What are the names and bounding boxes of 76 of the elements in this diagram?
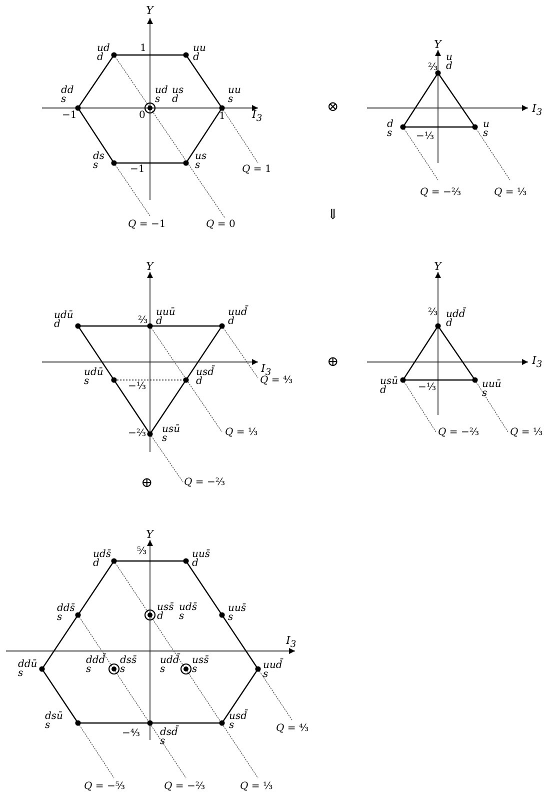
charge-line-label: Q = −⅔ (184, 478, 226, 487)
quark-content-label: uud̄ d (228, 308, 248, 326)
axis-label: I$_{3}$ (532, 356, 542, 370)
quark-content-label: dsd̄ s (160, 728, 178, 746)
quark-content-label: d s (387, 120, 394, 138)
charge-line-label: Q = 1 (242, 165, 272, 174)
axis-label: Y (434, 262, 442, 271)
tick-label: 1 (219, 112, 226, 121)
operator-symbol: ⊕ (141, 476, 153, 490)
tick-label: ⁵⁄₃ (137, 547, 147, 556)
quark-content-label: usū d (380, 377, 398, 395)
quark-content-label: usd̄ d (196, 368, 214, 386)
tick-label: −⅓ (418, 383, 436, 392)
tick-label: −⅔ (128, 429, 146, 438)
operator-symbol: ⊕ (327, 355, 339, 369)
quark-content-label: udū s (84, 368, 104, 386)
quark-content-label: dsū s (45, 712, 63, 730)
tick-label: −1 (62, 111, 77, 120)
axis-label: Y (146, 6, 154, 15)
tick-label: ⅔ (428, 63, 438, 72)
operator-symbol: ⇓ (327, 208, 339, 222)
charge-line-label: Q = 0 (206, 220, 236, 229)
quark-content-label: uu s (228, 86, 241, 104)
quark-content-label: uss̄ d (157, 603, 174, 621)
quark-content-label: uuū d (156, 308, 176, 326)
quark-content-label: ud s (155, 86, 168, 104)
axis-label: I$_{3}$ (286, 636, 296, 650)
quark-content-label: uds̄ d (93, 550, 111, 568)
charge-line-label: Q = ⅓ (225, 428, 258, 437)
axis-label: I$_{3}$ (532, 104, 542, 118)
quark-content-label: us s (195, 152, 207, 170)
quark-content-label: dds̄ s (57, 604, 75, 622)
axis-label: Y (434, 40, 442, 49)
tick-label: −⅓ (128, 382, 146, 391)
quark-content-label: ud d (97, 44, 110, 62)
tick-label: 1 (140, 44, 146, 53)
operator-symbol: ⊗ (327, 100, 339, 114)
quark-content-label: uu d (193, 44, 206, 62)
tick-label: ⅔ (138, 316, 148, 325)
charge-line-label: Q = ⁴⁄₃ (276, 724, 309, 733)
quark-content-label: usū s (162, 425, 180, 443)
charge-line-label: Q = −⅔ (164, 782, 206, 791)
quark-content-label: uud̄ s (263, 661, 282, 679)
quark-content-label: us d (172, 86, 184, 104)
quark-content-label: uuū s (482, 380, 502, 398)
axis-label: Y (146, 530, 154, 539)
charge-line-label: Q = ⅓ (494, 188, 527, 197)
charge-line-label: Q = ⁴⁄₃ (260, 376, 293, 385)
tick-label: −⁴⁄₃ (122, 729, 140, 738)
axis-label: Y (146, 262, 154, 271)
charge-line-label: Q = ⅓ (240, 782, 273, 791)
tick-label: ⅔ (428, 308, 438, 317)
quark-content-label: ds s (93, 152, 105, 170)
axis-label: I$_{3}$ (252, 110, 262, 124)
charge-line-label: Q = −1 (128, 220, 166, 229)
quark-content-label: u s (483, 120, 490, 138)
quark-content-label: uus̄ s (228, 604, 246, 622)
quark-content-label: uus̄ d (192, 550, 210, 568)
quark-content-label: u d (446, 53, 452, 71)
tick-label: −1 (130, 165, 145, 174)
quark-content-label: uds̄ s (179, 603, 197, 621)
charge-line-label: Q = −⅔ (438, 428, 480, 437)
quark-content-label: ddd̄ s (86, 656, 106, 674)
quark-content-label: ddū s (18, 660, 38, 678)
charge-line-label: Q = −⁵⁄₃ (84, 782, 126, 791)
quark-content-label: uss̄ s (192, 656, 209, 674)
quark-content-label: udd̄ d (446, 310, 466, 328)
quark-content-label: dss̄ s (120, 656, 137, 674)
tick-label: 0 (139, 111, 146, 120)
quark-content-label: udū d (54, 311, 74, 329)
tick-label: −⅓ (416, 132, 434, 141)
charge-line-label: Q = −⅔ (420, 188, 462, 197)
quark-content-label: dd s (61, 86, 74, 104)
charge-line-label: Q = ⅓ (510, 428, 543, 437)
quark-content-label: udd̄ s (160, 656, 180, 674)
quark-content-label: usd̄ s (229, 712, 247, 730)
